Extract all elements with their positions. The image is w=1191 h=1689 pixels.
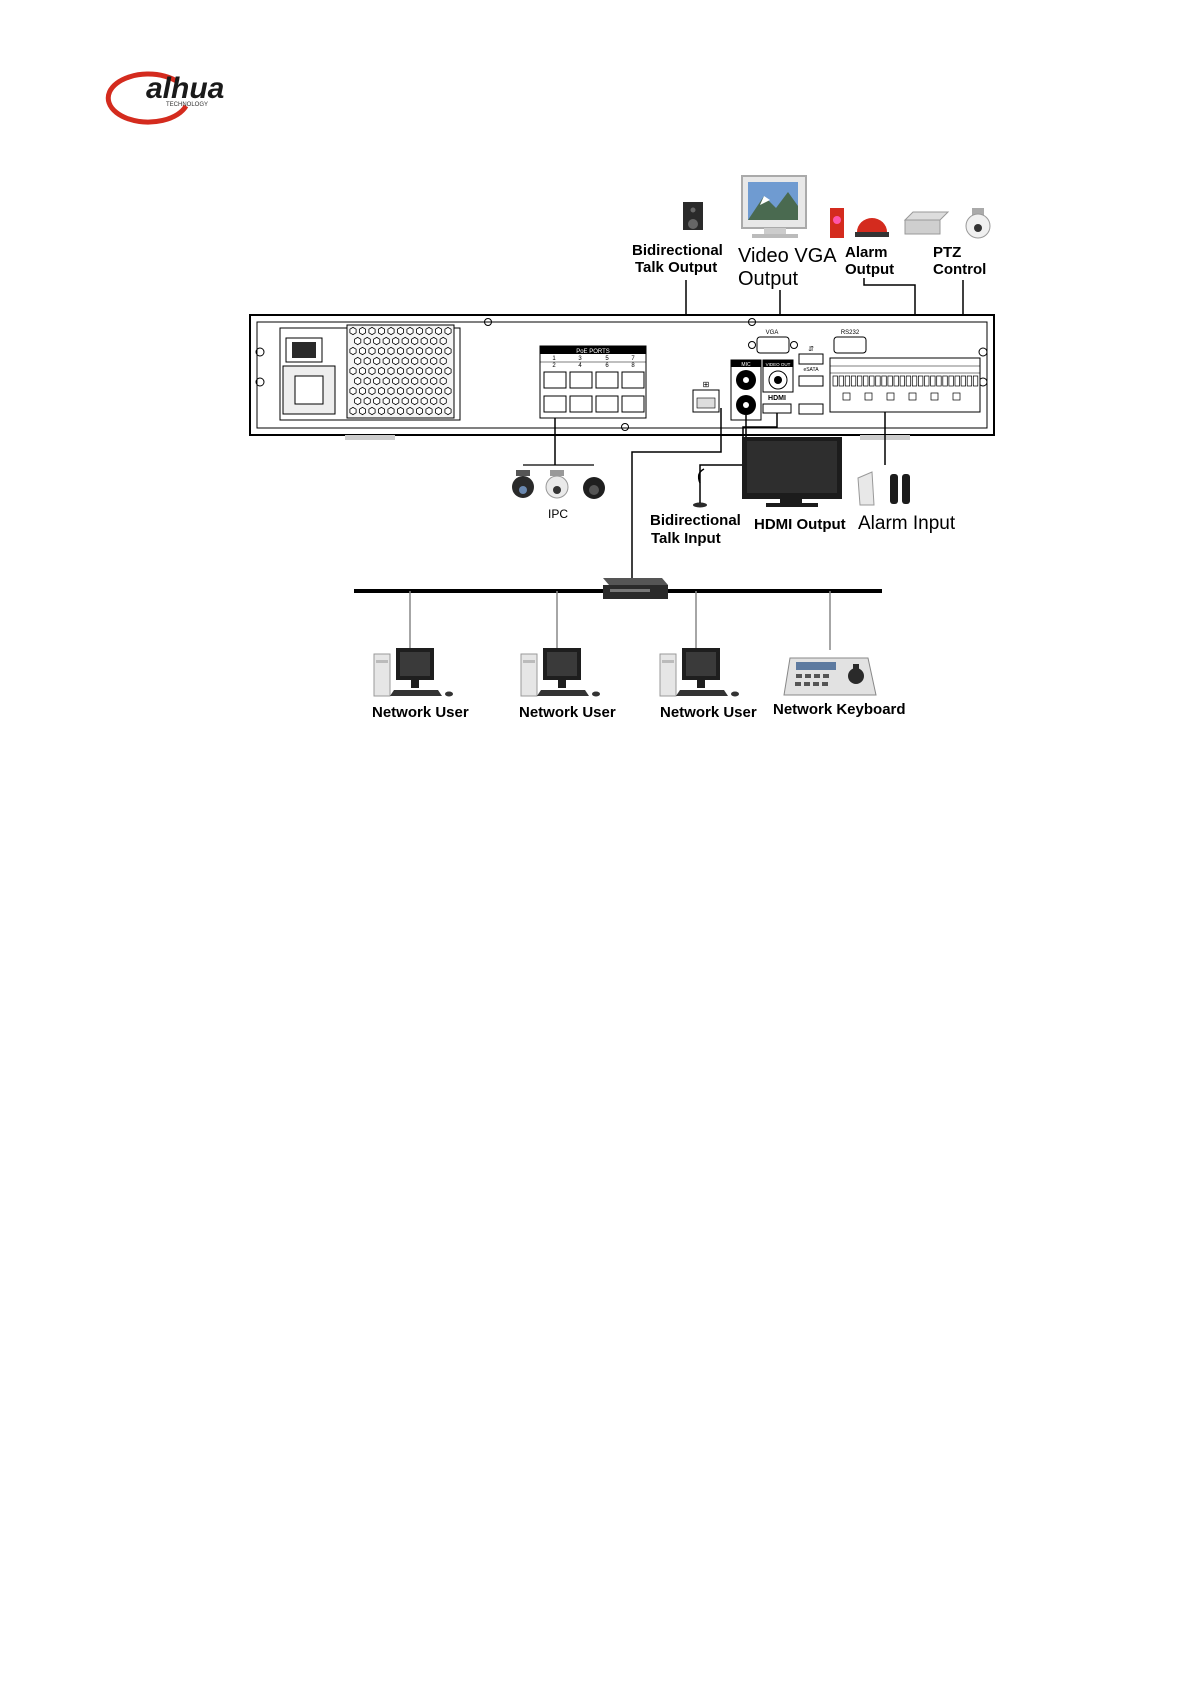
esata-label: eSATA: [803, 367, 819, 373]
vga-output-label-line1: Video VGA: [738, 245, 837, 267]
network-user-pc-icon: [374, 648, 453, 697]
ipc-cameras: [512, 470, 605, 499]
power-switch: [292, 342, 316, 358]
talk-output-label-line1: Bidirectional: [632, 242, 723, 259]
alarm-output-label-line2: Output: [845, 261, 894, 278]
network-user-label-2: Network User: [519, 704, 616, 721]
ptz-label-line2: Control: [933, 261, 986, 278]
alarm-input-sensors-icon: [858, 472, 910, 505]
alarm-input-label: Alarm Input: [858, 513, 956, 534]
ptz-label-line1: PTZ: [933, 244, 961, 261]
svg-text:⇵: ⇵: [808, 346, 814, 353]
esata-port-2: [799, 404, 823, 414]
alarm-output-label-line1: Alarm: [845, 244, 888, 261]
hdmi-output-label: HDMI Output: [754, 516, 846, 533]
nvr-rear-panel: PoE PORTS 1 3 5 7 2 4 6 8 ⊞ MIC: [250, 315, 994, 440]
mic-label: MIC: [741, 362, 751, 368]
user-drop-lines: [410, 591, 830, 650]
usb-port: [799, 354, 823, 364]
network-user-pc-icon: [660, 648, 739, 697]
ipc-ptz-camera-icon: [512, 470, 534, 498]
esata-port-1: [799, 376, 823, 386]
vga-output-label-line2: Output: [738, 268, 798, 290]
video-out-label: VIDEO OUT: [766, 362, 791, 367]
dahua-logo: alhua TECHNOLOGY: [108, 72, 224, 122]
alarm-strobe-icon: [830, 208, 844, 238]
logo-subtext: TECHNOLOGY: [166, 102, 208, 108]
network-keyboard-icon: [784, 658, 876, 695]
network-switch-icon: [603, 578, 668, 599]
alarm-siren-icon: [855, 218, 889, 237]
talk-input-label-line2: Talk Input: [651, 530, 721, 547]
hdmi-port-label: HDMI: [768, 395, 786, 402]
ipc-label: IPC: [548, 507, 568, 521]
rs232-label: RS232: [841, 330, 860, 336]
poe-ports-title: PoE PORTS: [576, 349, 610, 355]
ipc-speed-dome-icon: [546, 470, 568, 498]
vga-port: [757, 337, 789, 353]
rs232-port: [834, 337, 866, 353]
talk-output-label-line2: Talk Output: [635, 259, 717, 276]
ptz-decoder-icon: [905, 212, 948, 234]
ptz-camera-icon: [966, 208, 990, 238]
logo-text: alhua: [146, 72, 224, 105]
hdmi-tv-icon: [742, 437, 842, 507]
ipc-dome-camera-icon: [583, 477, 605, 499]
network-keyboard-label: Network Keyboard: [773, 701, 906, 718]
crt-monitor-icon: [742, 176, 806, 238]
speaker-icon: [683, 202, 703, 230]
vga-port-label: VGA: [766, 330, 779, 336]
network-user-pc-icon: [521, 648, 600, 697]
network-user-label-3: Network User: [660, 704, 757, 721]
hdmi-port: [763, 404, 791, 413]
talk-input-label-line1: Bidirectional: [650, 512, 741, 529]
svg-text:⊞: ⊞: [703, 380, 710, 389]
network-user-label-1: Network User: [372, 704, 469, 721]
